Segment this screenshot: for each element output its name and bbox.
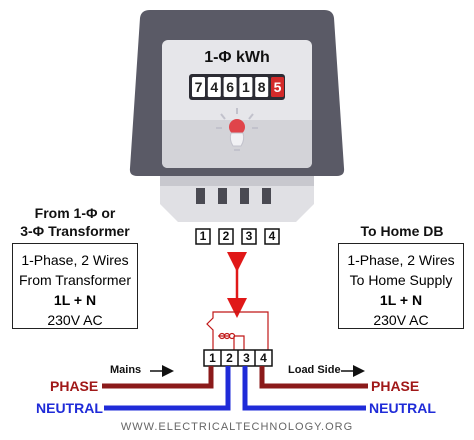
terminal-slot-1	[196, 188, 205, 204]
lower-terminal-strip	[203, 349, 273, 367]
terminal-4: 4	[260, 351, 267, 365]
terminal-slot-2	[218, 188, 227, 204]
counter-wheel	[207, 77, 221, 97]
footer-url: WWW.ELECTRICALTECHNOLOGY.ORG	[120, 421, 354, 433]
top-terminal-3: 3	[245, 229, 253, 243]
internal-circuit	[206, 311, 269, 352]
terminal-slot-3	[240, 188, 249, 204]
phase-out-wire	[259, 366, 368, 389]
right-info-line1: 1-Phase, 2 Wires	[347, 252, 455, 268]
phase-label-right: PHASE	[371, 378, 420, 394]
phase-label-left: PHASE	[50, 378, 99, 394]
meter-title: 1-Φ kWh	[204, 49, 270, 66]
left-info-line2: From Transformer	[18, 272, 131, 288]
right-heading: To Home DB	[360, 223, 444, 239]
left-heading-1: From 1-Φ or	[34, 205, 116, 221]
counter-wheel	[192, 77, 205, 97]
top-terminal-4: 4	[268, 229, 276, 243]
counter-digit: 5	[274, 79, 282, 95]
left-info-box: 1-Phase, 2 Wires From Transformer 1L + N…	[12, 243, 138, 329]
terminal-cover	[160, 176, 314, 222]
counter-digit: 8	[258, 79, 266, 95]
neutral-out-wire	[242, 366, 366, 411]
terminal-1: 1	[209, 351, 216, 365]
left-info-line3: 1L + N	[53, 292, 97, 308]
right-info-box: 1-Phase, 2 Wires To Home Supply 1L + N 2…	[338, 243, 464, 329]
counter-digit: 6	[226, 79, 234, 95]
load-side-label: Load Side	[288, 364, 341, 376]
top-terminal-numbers	[195, 228, 280, 245]
pulse-led-icon	[216, 108, 258, 151]
left-info-line4: 230V AC	[47, 312, 103, 328]
counter-digit: 4	[210, 79, 218, 95]
left-heading-2: 3-Φ Transformer	[20, 223, 130, 239]
counter-wheel	[255, 77, 269, 97]
left-info-line1: 1-Phase, 2 Wires	[21, 252, 129, 268]
terminal-3: 3	[243, 351, 250, 365]
counter-digit: 7	[195, 79, 203, 95]
phase-in-wire	[102, 366, 214, 389]
neutral-label-left: NEUTRAL	[36, 400, 103, 416]
right-info-line3: 1L + N	[379, 292, 423, 308]
neutral-in-wire	[104, 366, 231, 411]
terminal-2: 2	[226, 351, 233, 365]
right-info-line2: To Home Supply	[349, 272, 453, 288]
counter-wheel	[223, 77, 237, 97]
top-terminal-2: 2	[222, 229, 230, 243]
counter-wheel	[239, 77, 253, 97]
mains-label: Mains	[110, 364, 142, 376]
neutral-label-right: NEUTRAL	[369, 400, 436, 416]
top-terminal-1: 1	[199, 229, 207, 243]
counter-wheel	[271, 77, 284, 97]
right-info-line4: 230V AC	[373, 312, 429, 328]
terminal-slot-4	[262, 188, 271, 204]
counter-digit: 1	[242, 79, 250, 95]
